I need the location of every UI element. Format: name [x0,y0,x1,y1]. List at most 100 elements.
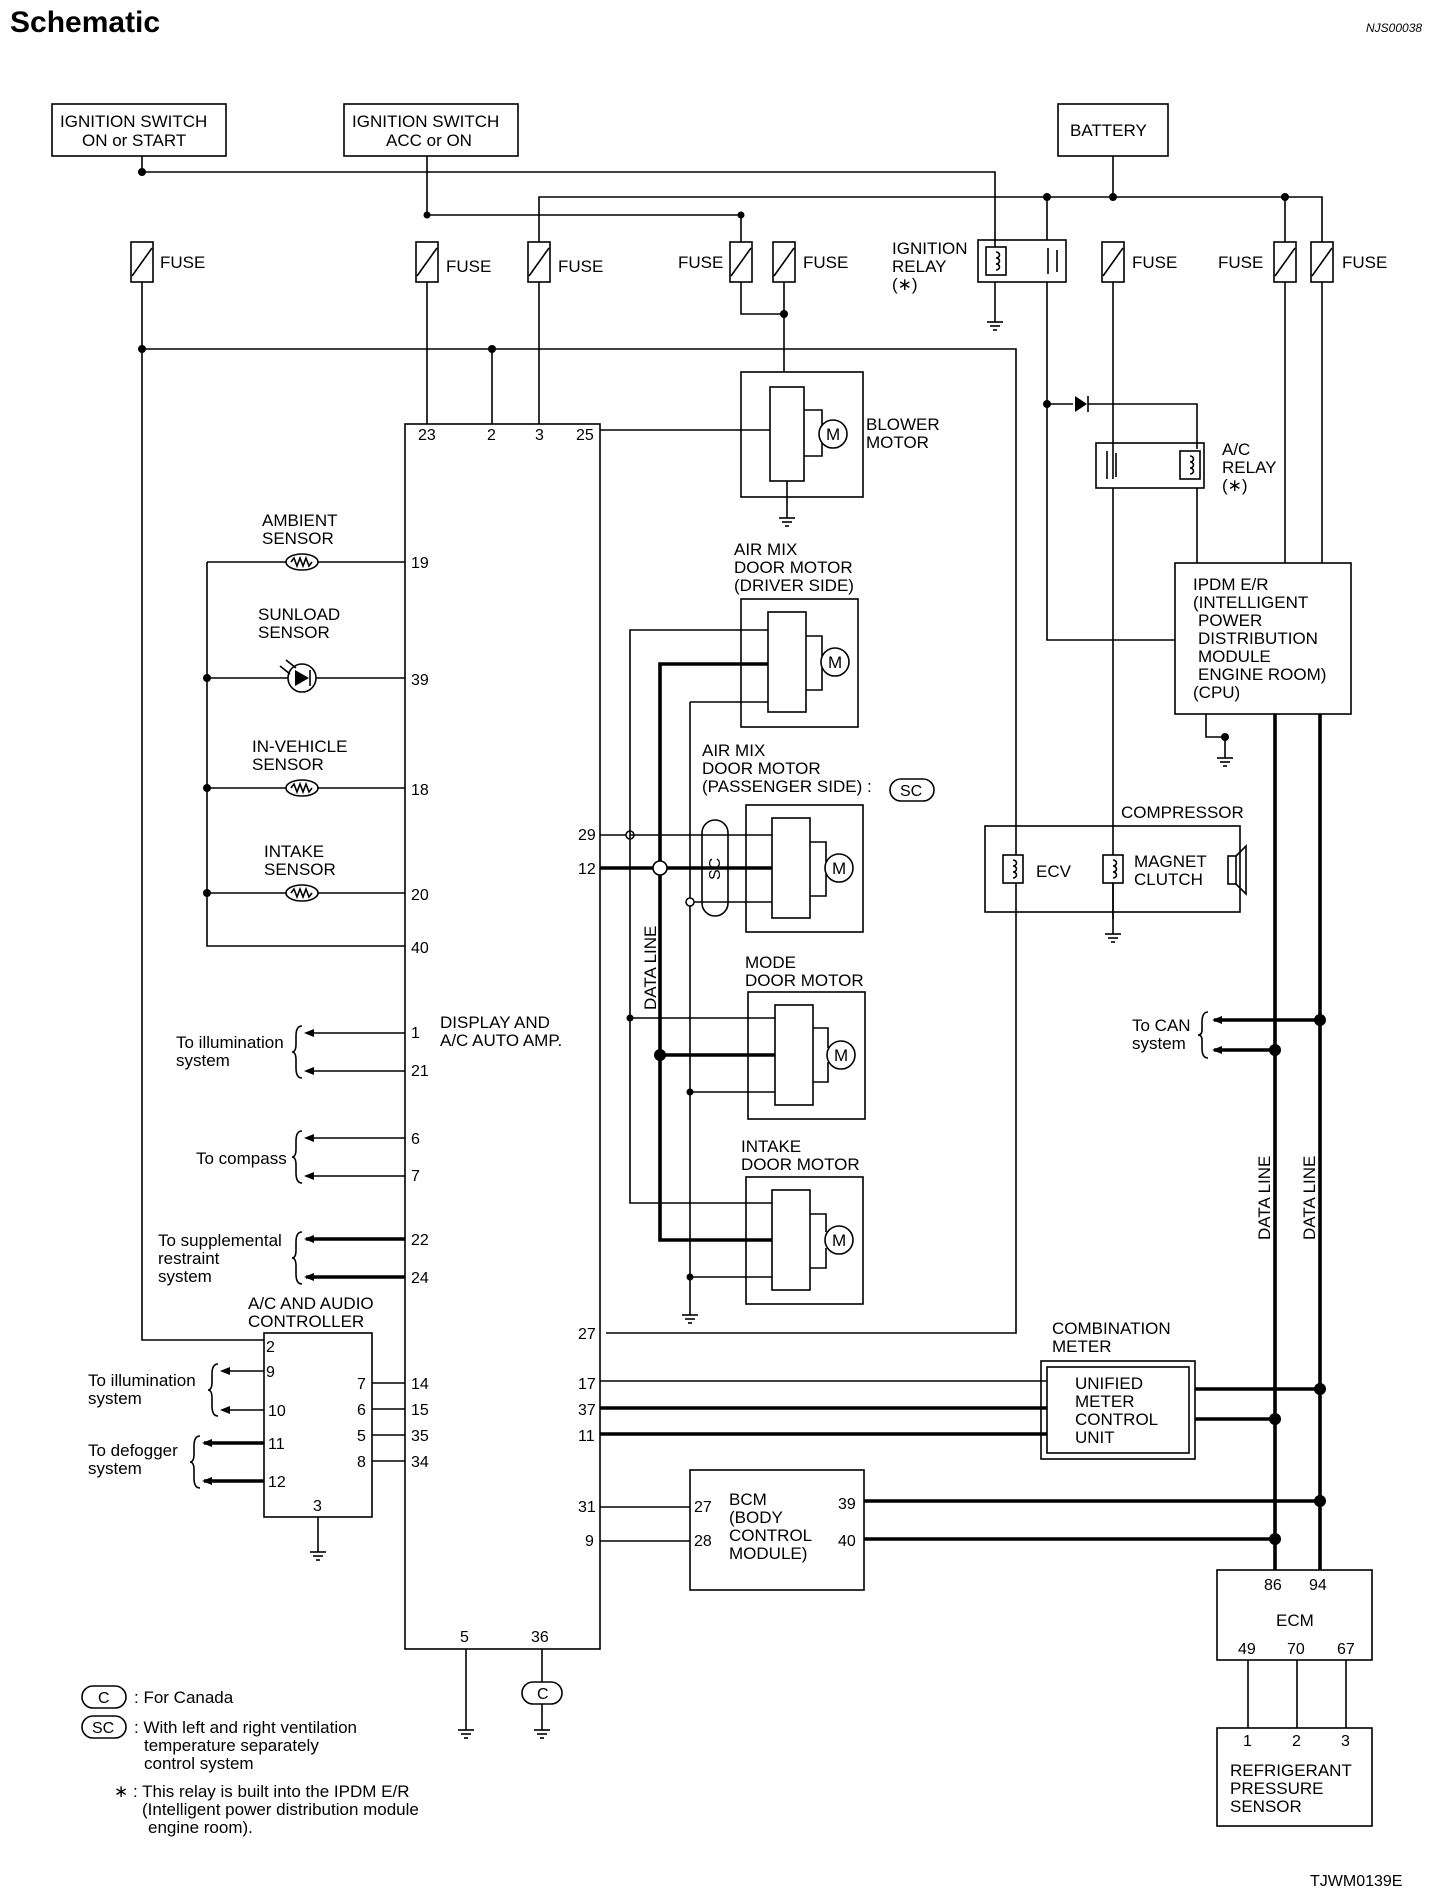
amp-pin-35: 35 [411,1428,429,1445]
controller-line1: A/C AND AUDIO [248,1294,374,1313]
meter-unit-4: UNIT [1075,1428,1115,1447]
intake-door-line2: DOOR MOTOR [741,1155,860,1174]
ref-line2: PRESSURE [1230,1779,1324,1798]
amp-pin-14: 14 [411,1376,429,1393]
bcm-pin-39: 39 [838,1496,856,1513]
amp-pin-37: 37 [578,1402,596,1419]
illum2-line2: system [88,1389,142,1408]
fuse-blower-1: FUSE [678,241,753,283]
blower-motor: M BLOWER MOTOR [740,371,940,498]
amp-pin-31: 31 [578,1499,596,1516]
compressor: COMPRESSOR ECV MAGNET CLUTCH [984,803,1247,913]
amd-line2: DOOR MOTOR [734,558,853,577]
ecm-pin-70: 70 [1287,1641,1305,1658]
amp-pin-11: 11 [578,1428,595,1445]
blower-motor-symbol: M [826,425,840,444]
meter-unit-3: CONTROL [1075,1410,1158,1429]
fuse-label-7: FUSE [1218,253,1263,272]
legend-sc-line2: temperature separately [144,1736,319,1755]
amp-line3: (PASSENGER SIDE) : [702,777,872,796]
amp-pin-40: 40 [411,940,429,957]
meter-unit-1: UNIFIED [1075,1374,1143,1393]
ambient-line2: SENSOR [262,529,334,548]
magnet-line2: CLUTCH [1134,870,1203,889]
ctrl-pin-12: 12 [268,1474,286,1491]
combination-meter: COMBINATION METER UNIFIED METER CONTROL … [1040,1319,1196,1460]
defog-line1: To defogger [88,1441,178,1460]
meter-unit-2: METER [1075,1392,1135,1411]
ipdm-line5: MODULE [1198,647,1271,666]
ref-line3: SENSOR [1230,1797,1302,1816]
legend-star-line1: ∗ : This relay is built into the IPDM E/… [114,1782,409,1801]
ref-pin-1: 1 [1243,1733,1252,1750]
illum-line2: system [176,1051,230,1070]
defog-line2: system [88,1459,142,1478]
ecm-pin-94: 94 [1309,1577,1327,1594]
ecv-label: ECV [1036,862,1072,881]
srs-line1: To supplemental [158,1231,282,1250]
ignition-switch-acc-on: IGNITION SWITCH ACC or ON [343,103,519,157]
legend-sc-tag [81,1715,127,1739]
fuse-label-3: FUSE [558,257,603,276]
meter-label-2: METER [1052,1337,1112,1356]
ctrl-pin-10: 10 [268,1403,286,1420]
to-defogger-system: To defogger system [88,1435,264,1489]
ign-relay-line3: (∗) [892,275,918,294]
meter-label-1: COMBINATION [1052,1319,1171,1338]
air-mix-door-motor-passenger: AIR MIX DOOR MOTOR (PASSENGER SIDE) : SC… [702,741,935,933]
bcm-line1: BCM [729,1490,767,1509]
ref-pin-2: 2 [1292,1733,1301,1750]
ac-relay-line3: (∗) [1222,476,1248,495]
amp-line2: DOOR MOTOR [702,759,821,778]
amp-pin-6: 6 [411,1131,420,1148]
ecm-label: ECM [1276,1611,1314,1630]
sunload-line1: SUNLOAD [258,605,340,624]
ipdm-line1: IPDM E/R [1193,575,1269,594]
fuse-battery: FUSE [1101,241,1177,283]
bcm-pin-28: 28 [694,1533,712,1550]
ecm-pin-67: 67 [1337,1641,1355,1658]
amp-pin-27: 27 [578,1326,596,1343]
ign-relay-line1: IGNITION [892,239,968,258]
legend-c-tag [81,1685,127,1709]
amp-pin-17: 17 [578,1376,596,1393]
amp-pin-2: 2 [487,427,496,444]
battery-box: BATTERY [1057,103,1169,157]
ignition-switch-on-start: IGNITION SWITCH ON or START [51,103,227,157]
data-line-label-1: DATA LINE [1255,1156,1274,1240]
fuse-ipdm-2: FUSE [1310,241,1387,283]
data-line-label-2: DATA LINE [1300,1156,1319,1240]
ign-acc-on-line2: ACC or ON [386,131,472,150]
ecm-pin-86: 86 [1264,1577,1282,1594]
legend-sc-tag-text: SC [92,1720,114,1737]
amp-pin-25: 25 [576,427,594,444]
in-vehicle-line1: IN-VEHICLE [252,737,347,756]
blower-line1: BLOWER [866,415,940,434]
amp-pin-34: 34 [411,1454,429,1471]
ctrl-pin-2: 2 [266,1339,275,1356]
battery-label: BATTERY [1070,121,1147,140]
fuse-ipdm-1: FUSE [1218,241,1297,283]
ecm-pin-49: 49 [1238,1641,1256,1658]
fuse-ign-on: FUSE [130,241,205,283]
amp-pin-36: 36 [531,1629,549,1646]
legend-c-tag-text: C [98,1690,110,1707]
compass-label: To compass [196,1149,287,1168]
ign-acc-on-line1: IGNITION SWITCH [352,112,499,131]
sunload-sensor: SUNLOAD SENSOR [258,605,340,693]
to-illumination-system-2: To illumination system [88,1363,264,1417]
air-mix-door-motor-driver: AIR MIX DOOR MOTOR (DRIVER SIDE) M [734,540,859,728]
ign-on-start-line1: IGNITION SWITCH [60,112,207,131]
ac-relay-line1: A/C [1222,440,1250,459]
bcm-pin-27: 27 [694,1499,712,1516]
amp-pin-20: 20 [411,887,429,904]
intake-sensor-line2: SENSOR [264,860,336,879]
ipdm-er: IPDM E/R (INTELLIGENT POWER DISTRIBUTION… [1174,562,1352,715]
amp-label-2: A/C AUTO AMP. [440,1031,562,1050]
legend: C : For Canada SC : With left and right … [81,1685,419,1837]
to-can-line2: system [1132,1034,1186,1053]
sc-connector-text: SC [707,858,724,880]
intake-sensor-line1: INTAKE [264,842,324,861]
amp-pin-9: 9 [585,1533,594,1550]
